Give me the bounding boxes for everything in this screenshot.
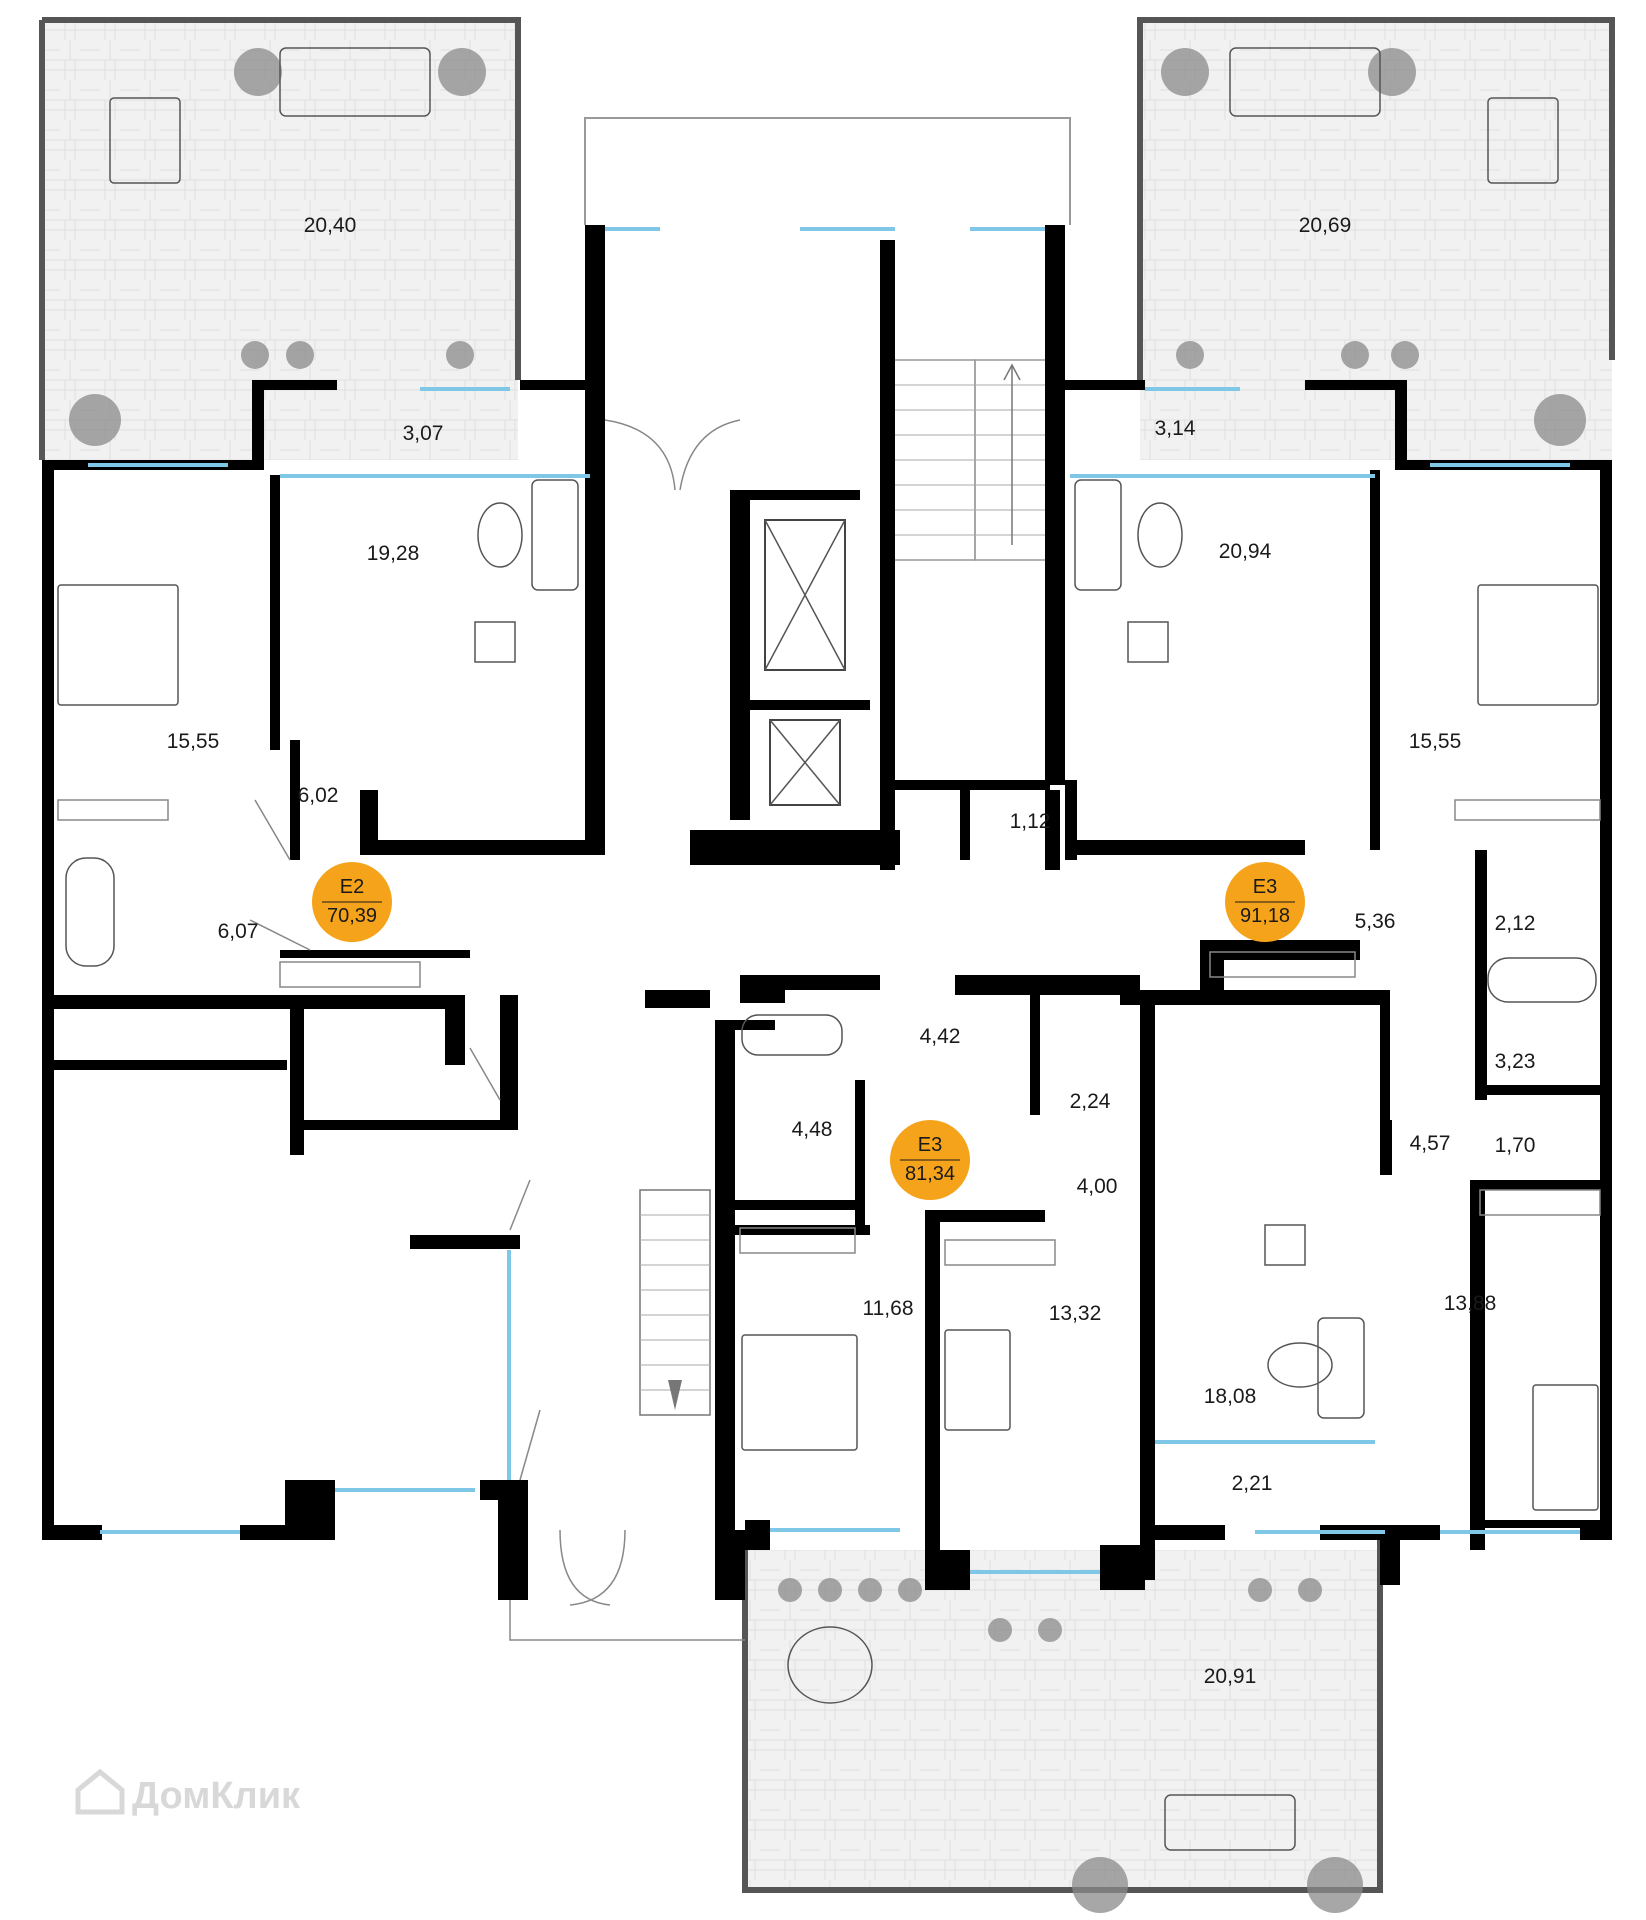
windows bbox=[88, 387, 1580, 1574]
badge-area: 70,39 bbox=[327, 905, 377, 927]
badge-code: E3 bbox=[918, 1134, 942, 1156]
room-area-bath-center: 4,48 bbox=[792, 1118, 833, 1141]
room-area-terrace-top-left: 20,40 bbox=[304, 214, 357, 237]
room-area-storage-center: 1,12 bbox=[1010, 810, 1051, 833]
badge-area: 81,34 bbox=[905, 1163, 955, 1185]
room-area-balcony-bottom: 2,21 bbox=[1232, 1472, 1273, 1495]
badge-code: E2 bbox=[340, 876, 364, 898]
room-area-terrace-bottom: 20,91 bbox=[1204, 1665, 1257, 1688]
room-area-wc-right: 1,70 bbox=[1495, 1134, 1536, 1157]
room-area-bath-right: 3,23 bbox=[1495, 1050, 1536, 1073]
room-area-wardrobe-right: 2,12 bbox=[1495, 912, 1536, 935]
room-area-balcony-left: 3,07 bbox=[403, 422, 444, 445]
room-area-hall-left: 6,02 bbox=[298, 784, 339, 807]
room-area-hall-e3-bottom: 4,57 bbox=[1410, 1132, 1451, 1155]
room-area-hall-right: 5,36 bbox=[1355, 910, 1396, 933]
apartment-badge-e2[interactable]: E2 70,39 bbox=[312, 862, 392, 942]
terrace-bottom bbox=[742, 1540, 1383, 1893]
room-area-corridor-center: 4,00 bbox=[1077, 1175, 1118, 1198]
room-labels: 20,40 20,69 20,91 3,07 3,14 19,28 20,94 … bbox=[167, 214, 1536, 1688]
room-area-balcony-right: 3,14 bbox=[1155, 417, 1196, 440]
room-area-terrace-top-right: 20,69 bbox=[1299, 214, 1352, 237]
room-area-bedroom-right: 15,55 bbox=[1409, 730, 1462, 753]
watermark-text: ДомКлик bbox=[132, 1775, 301, 1817]
room-area-living-left: 19,28 bbox=[367, 542, 420, 565]
apartment-badge-e3-center[interactable]: E3 81,34 bbox=[890, 1120, 970, 1200]
badge-area: 91,18 bbox=[1240, 905, 1290, 927]
doors bbox=[249, 419, 745, 1641]
watermark: ДомКлик bbox=[75, 1768, 301, 1817]
room-area-hall-center: 4,42 bbox=[920, 1025, 961, 1048]
room-area-living-right: 20,94 bbox=[1219, 540, 1272, 563]
room-area-wc-center: 2,24 bbox=[1070, 1090, 1111, 1113]
elevator-2 bbox=[769, 719, 841, 806]
apartment-badge-e3-right[interactable]: E3 91,18 bbox=[1225, 862, 1305, 942]
staircase-bottom bbox=[639, 1189, 711, 1416]
staircase-top bbox=[884, 359, 1051, 561]
entry-top bbox=[584, 117, 1071, 231]
room-area-living-bottom: 18,08 bbox=[1204, 1385, 1257, 1408]
furniture bbox=[57, 47, 1601, 1851]
room-area-bedroom-left: 15,55 bbox=[167, 730, 220, 753]
elevator-1 bbox=[764, 519, 846, 671]
room-area-bath-left: 6,07 bbox=[218, 920, 259, 943]
badge-code: E3 bbox=[1253, 876, 1277, 898]
room-area-bedroom-bottom-right: 13,88 bbox=[1444, 1292, 1497, 1315]
room-area-bedroom-center-left: 11,68 bbox=[863, 1297, 914, 1320]
room-area-bedroom-center-right: 13,32 bbox=[1049, 1302, 1102, 1325]
walls bbox=[42, 225, 1612, 1600]
